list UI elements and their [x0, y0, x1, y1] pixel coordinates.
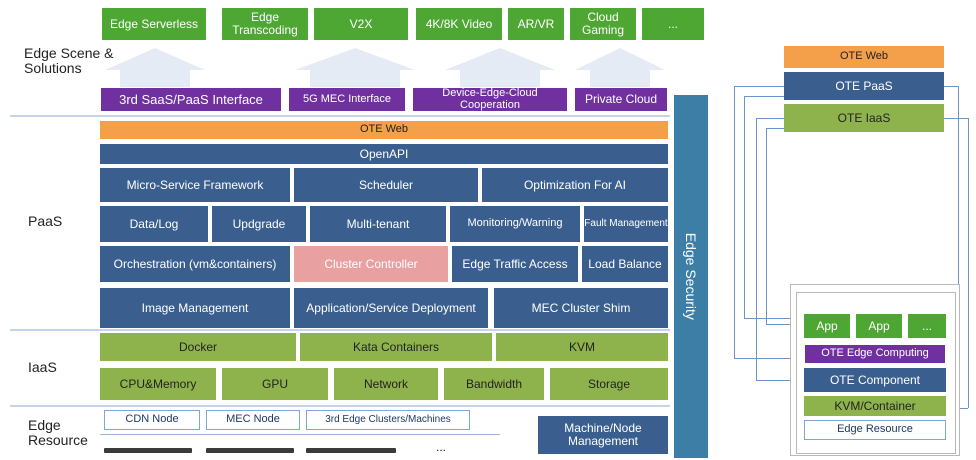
connector-left-4: [766, 128, 767, 324]
label-iaas: IaaS: [28, 359, 57, 375]
right-ote-web: OTE Web: [784, 46, 944, 68]
monitoring-warning: Monitoring/Warning: [450, 206, 580, 242]
right-ote-component: OTE Component: [804, 368, 946, 392]
interface-saas-paas: 3rd SaaS/PaaS Interface: [100, 87, 282, 112]
connector-right-2: [968, 118, 969, 408]
bandwidth: Bandwidth: [444, 368, 544, 400]
server-2: [206, 448, 294, 453]
scene-v2x: V2X: [314, 8, 408, 40]
third-edge-clusters: 3rd Edge Clusters/Machines: [306, 410, 470, 430]
machine-node-management: Machine/Node Management: [538, 416, 668, 454]
mec-cluster-shim: MEC Cluster Shim: [494, 288, 668, 328]
scene-edge-transcoding: Edge Transcoding: [222, 8, 308, 40]
interface-5g-mec: 5G MEC Interface: [288, 87, 406, 112]
label-paas: PaaS: [28, 213, 63, 229]
upgrade: Updgrade: [212, 206, 306, 242]
right-kvm-container: KVM/Container: [804, 396, 946, 416]
connector-left-2-top: [744, 96, 784, 97]
connector-left-2-bottom: [744, 318, 800, 319]
right-app-1: App: [804, 314, 850, 338]
server-1: [104, 448, 192, 453]
connector-left-3-top: [756, 118, 784, 119]
docker: Docker: [100, 333, 296, 361]
scene-edge-serverless: Edge Serverless: [102, 8, 206, 40]
connector-left-3: [756, 118, 757, 380]
scene-arvr: AR/VR: [508, 8, 564, 40]
micro-service-framework: Micro-Service Framework: [100, 168, 290, 202]
load-balance: Load Balance: [582, 246, 668, 282]
scene-arrows: [105, 48, 665, 92]
kvm: KVM: [496, 333, 668, 361]
data-log: Data/Log: [100, 206, 208, 242]
edge-security-bar: Edge Security: [674, 95, 708, 458]
separator-scene: [10, 115, 670, 117]
resource-base-line: [100, 434, 500, 435]
scene-more: ...: [642, 8, 704, 40]
scene-video: 4K/8K Video: [416, 8, 502, 40]
label-edge-scene: Edge Scene & Solutions: [24, 45, 114, 77]
cdn-node: CDN Node: [104, 410, 200, 430]
right-ote-iaas: OTE IaaS: [784, 104, 944, 132]
resource-ellipsis: ...: [436, 440, 447, 454]
right-edge-resource: Edge Resource: [804, 420, 946, 440]
kata-containers: Kata Containers: [300, 333, 492, 361]
connector-left-4-bottom: [766, 324, 802, 325]
scene-cloud-gaming: Cloud Gaming: [570, 8, 636, 40]
openapi-bar: OpenAPI: [100, 144, 668, 164]
cpu-memory: CPU&Memory: [100, 368, 216, 400]
scheduler: Scheduler: [294, 168, 478, 202]
separator-paas: [10, 329, 670, 331]
interface-private-cloud: Private Cloud: [574, 87, 668, 112]
right-ote-edge-computing: OTE Edge Computing: [804, 344, 946, 364]
right-ote-paas: OTE PaaS: [784, 72, 944, 100]
connector-right-2-top: [944, 118, 968, 119]
server-3: [306, 448, 396, 453]
label-edge-resource: Edge Resource: [28, 417, 88, 449]
connector-left-1-top: [734, 86, 784, 87]
storage: Storage: [550, 368, 668, 400]
connector-left-3-bottom: [756, 380, 800, 381]
right-app-2: App: [856, 314, 902, 338]
interface-device-edge-cloud: Device-Edge-Cloud Cooperation: [412, 87, 568, 112]
edge-security-label: Edge Security: [683, 232, 700, 321]
optimization-for-ai: Optimization For AI: [482, 168, 668, 202]
connector-right-1: [958, 86, 959, 330]
image-management: Image Management: [100, 288, 290, 328]
separator-iaas: [10, 405, 670, 407]
fault-management: Fault Management: [584, 206, 668, 242]
cluster-controller: Cluster Controller: [294, 246, 448, 282]
edge-traffic-access: Edge Traffic Access: [452, 246, 578, 282]
orchestration: Orchestration (vm&containers): [100, 246, 290, 282]
connector-left-1: [734, 86, 735, 358]
connector-left-2: [744, 96, 745, 318]
network: Network: [334, 368, 438, 400]
connector-right-1-top: [944, 86, 958, 87]
mec-node: MEC Node: [206, 410, 300, 430]
connector-left-4-top: [766, 128, 784, 129]
app-service-deployment: Application/Service Deployment: [294, 288, 488, 328]
ote-web-bar: OTE Web: [100, 121, 668, 139]
right-app-more: ...: [908, 314, 946, 338]
gpu: GPU: [222, 368, 328, 400]
connector-left-1-bottom: [734, 358, 792, 359]
multi-tenant: Multi-tenant: [310, 206, 446, 242]
